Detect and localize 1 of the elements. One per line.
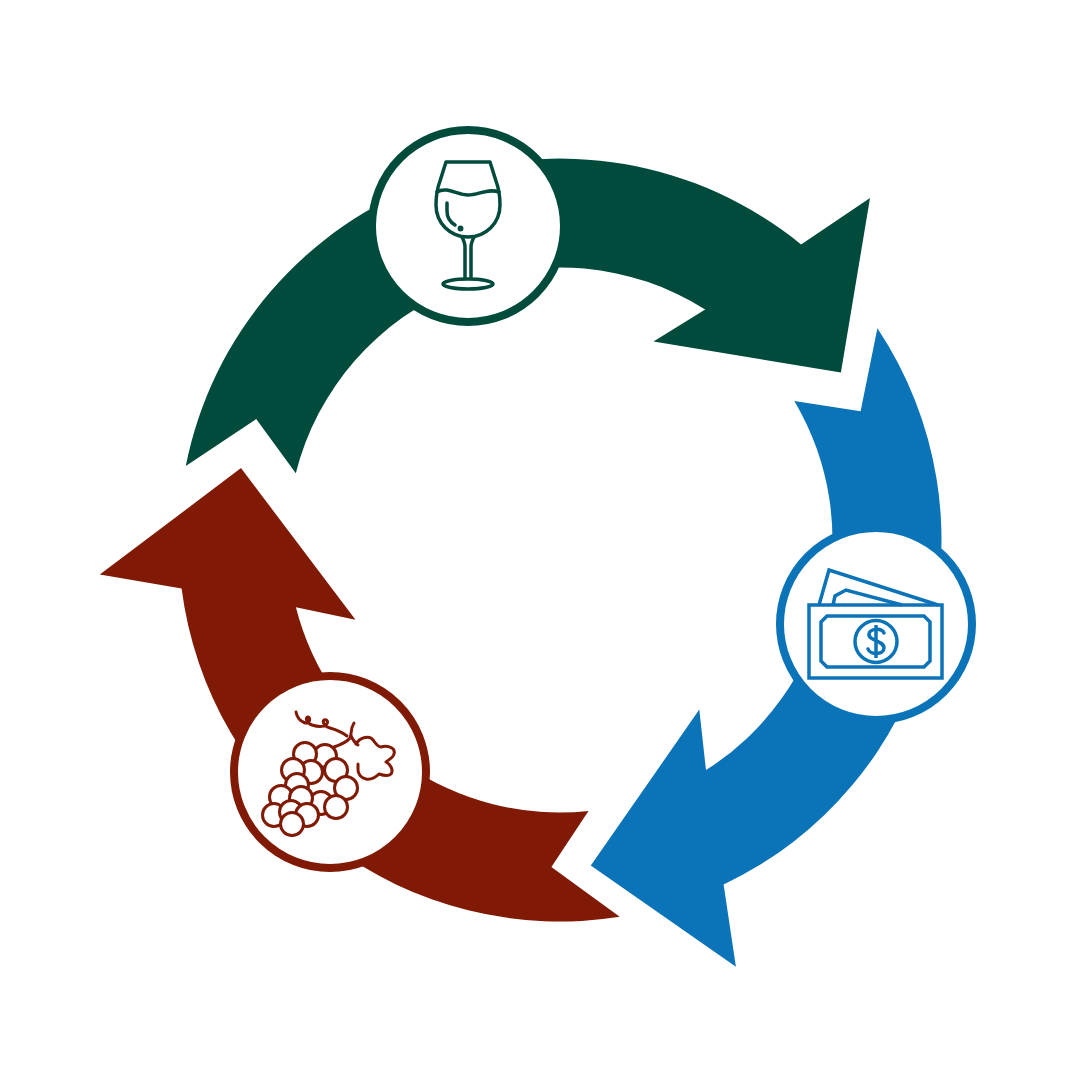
icon-circle	[229, 672, 430, 872]
